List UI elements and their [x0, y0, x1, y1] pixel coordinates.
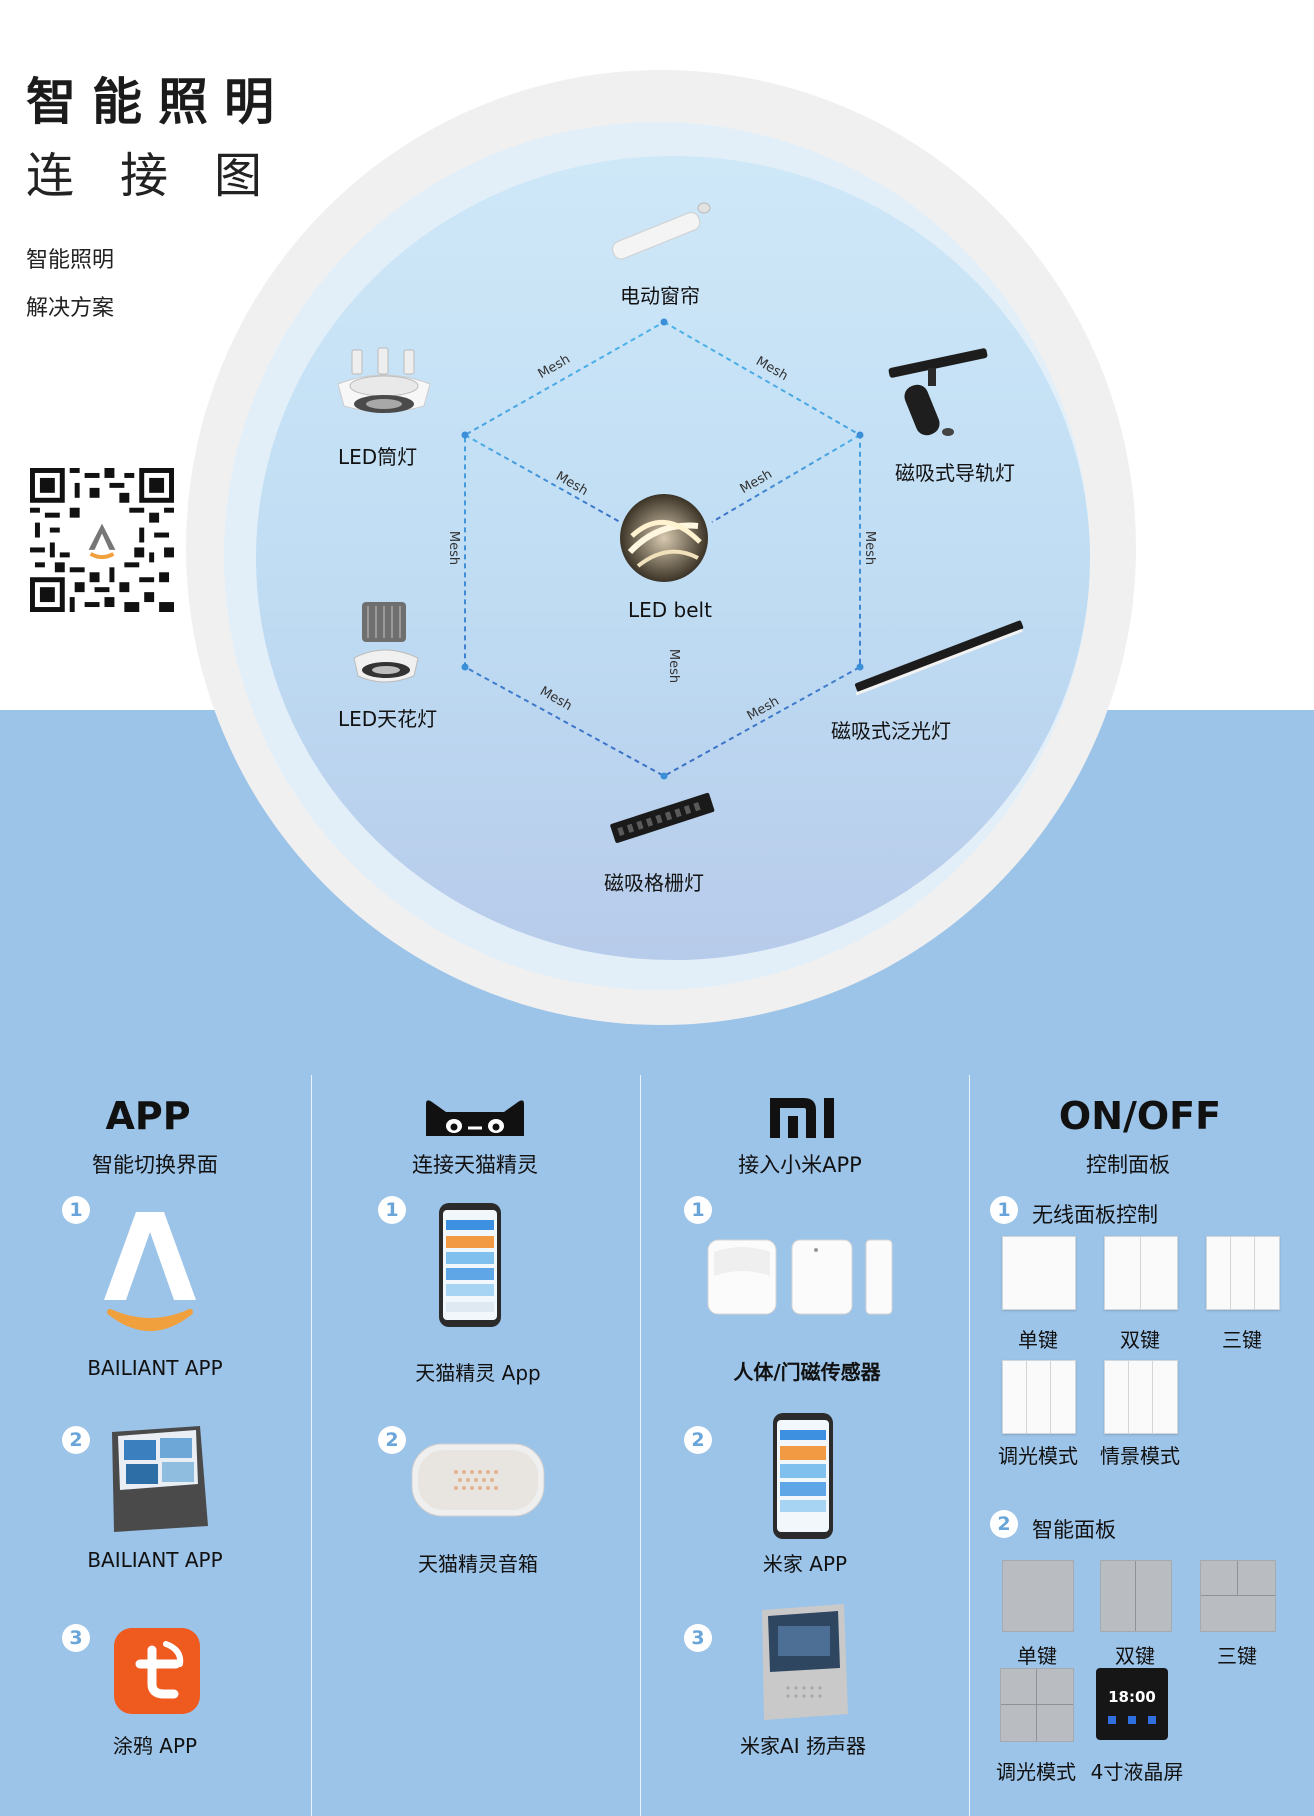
node-label-led-belt: LED belt [628, 598, 712, 622]
step-number: 2 [684, 1426, 712, 1454]
node-label-flood-light: 磁吸式泛光灯 [831, 719, 951, 743]
switch-label: 三键 [1222, 1328, 1262, 1352]
mi-column-subtitle: 接入小米APP [738, 1153, 862, 1177]
motion-door-sensor-image[interactable] [706, 1236, 896, 1318]
mesh-label: Mesh [753, 354, 790, 384]
step-number: 1 [378, 1196, 406, 1224]
step-number: 2 [378, 1426, 406, 1454]
smart-panel-heading: 智能面板 [1032, 1518, 1116, 1542]
led-downlight-image [337, 347, 431, 413]
mesh-node-dot [461, 663, 469, 671]
step-number: 3 [62, 1624, 90, 1652]
node-label-ceiling-light: LED天花灯 [338, 707, 438, 731]
lcd-screen-panel[interactable]: 18:00 [1096, 1668, 1168, 1740]
page-title-line2: 连接图 [26, 148, 309, 204]
lcd-button-icon [1148, 1716, 1156, 1724]
column-divider [640, 1075, 641, 1816]
magnetic-flood-light-image [854, 620, 1024, 696]
step-number: 2 [990, 1510, 1018, 1538]
app-column-heading: APP [105, 1094, 191, 1138]
mijia-ai-speaker-image[interactable] [758, 1602, 850, 1722]
lcd-button-icon [1108, 1716, 1116, 1724]
smart-screen-device-image[interactable] [104, 1422, 210, 1534]
onoff-column-heading: ON/OFF [1058, 1094, 1222, 1138]
switch-label: 4寸液晶屏 [1090, 1760, 1184, 1784]
led-ceiling-light-image [353, 602, 419, 683]
mesh-label: Mesh [738, 467, 775, 497]
app-item-label: BAILIANT APP [87, 1356, 223, 1380]
mesh-node-dot [660, 318, 668, 326]
lcd-button-icon [1128, 1716, 1136, 1724]
column-divider [311, 1075, 312, 1816]
lcd-time: 18:00 [1108, 1688, 1156, 1706]
node-label-curtain: 电动窗帘 [620, 284, 700, 308]
qr-code[interactable] [30, 468, 174, 612]
step-number: 1 [684, 1196, 712, 1224]
switch-label: 三键 [1217, 1644, 1257, 1668]
subtitle-line1: 智能照明 [26, 248, 115, 273]
mesh-label: Mesh [553, 469, 590, 499]
step-number: 3 [684, 1624, 712, 1652]
single-key-switch[interactable] [1002, 1236, 1076, 1310]
app-column-subtitle: 智能切换界面 [92, 1153, 218, 1177]
smart-triple-key-panel[interactable] [1200, 1560, 1276, 1632]
smart-double-key-panel[interactable] [1100, 1560, 1172, 1632]
step-number: 1 [990, 1196, 1018, 1224]
led-belt-image [620, 494, 708, 582]
triple-key-switch[interactable] [1206, 1236, 1280, 1310]
switch-label: 调光模式 [996, 1760, 1076, 1784]
onoff-column-subtitle: 控制面板 [1086, 1153, 1170, 1177]
switch-label: 调光模式 [998, 1444, 1078, 1468]
mi-item-label: 米家 APP [762, 1552, 848, 1576]
node-label-track-light: 磁吸式导轨灯 [895, 461, 1015, 485]
mesh-label: Mesh [862, 531, 877, 565]
mi-logo-icon [770, 1098, 834, 1138]
tmall-item-label: 天猫精灵 App [415, 1361, 541, 1385]
switch-label: 双键 [1115, 1644, 1155, 1668]
app-item-label: 涂鸦 APP [112, 1734, 198, 1758]
app-item-label: BAILIANT APP [87, 1548, 223, 1572]
smart-dimming-panel[interactable] [1000, 1668, 1074, 1742]
double-key-switch[interactable] [1104, 1236, 1178, 1310]
smartphone-tmall-app-image[interactable] [438, 1202, 502, 1328]
subtitle-line2: 解决方案 [26, 296, 115, 321]
bailiant-logo-icon[interactable] [102, 1208, 198, 1336]
mesh-node-dot [461, 431, 469, 439]
step-number: 1 [62, 1196, 90, 1224]
column-divider [969, 1075, 970, 1816]
mesh-label: Mesh [446, 531, 461, 565]
mesh-node-dot [660, 772, 668, 780]
mesh-label: Mesh [536, 352, 573, 382]
mesh-node-dot [856, 431, 864, 439]
switch-label: 双键 [1120, 1328, 1160, 1352]
mi-item-label: 米家AI 扬声器 [740, 1734, 866, 1758]
curtain-motor-image [612, 202, 711, 260]
mi-item-label: 人体/门磁传感器 [733, 1360, 881, 1384]
tmall-speaker-image[interactable] [408, 1432, 548, 1526]
tmall-genie-logo-icon [426, 1100, 524, 1136]
smart-single-key-panel[interactable] [1002, 1560, 1074, 1632]
magnetic-track-light-image [888, 348, 988, 436]
switch-label: 单键 [1017, 1644, 1057, 1668]
mesh-label: Mesh [666, 649, 681, 683]
switch-label: 情景模式 [1100, 1444, 1180, 1468]
switch-label: 单键 [1018, 1328, 1058, 1352]
tmall-item-label: 天猫精灵音箱 [418, 1552, 538, 1576]
node-label-grille-light: 磁吸格栅灯 [604, 871, 704, 895]
tuya-app-icon[interactable] [114, 1628, 200, 1714]
wireless-panel-heading: 无线面板控制 [1032, 1203, 1158, 1227]
dimming-mode-switch[interactable] [1002, 1360, 1076, 1434]
tmall-column-subtitle: 连接天猫精灵 [412, 1153, 538, 1177]
step-number: 2 [62, 1426, 90, 1454]
page-title: 智能照明 [26, 73, 290, 131]
smartphone-mijia-app-image[interactable] [772, 1412, 834, 1540]
mesh-node-dot [856, 663, 864, 671]
scene-mode-switch[interactable] [1104, 1360, 1178, 1434]
mesh-label: Mesh [745, 694, 782, 724]
magnetic-grille-light-image [610, 792, 715, 844]
node-label-downlight: LED筒灯 [338, 445, 418, 469]
